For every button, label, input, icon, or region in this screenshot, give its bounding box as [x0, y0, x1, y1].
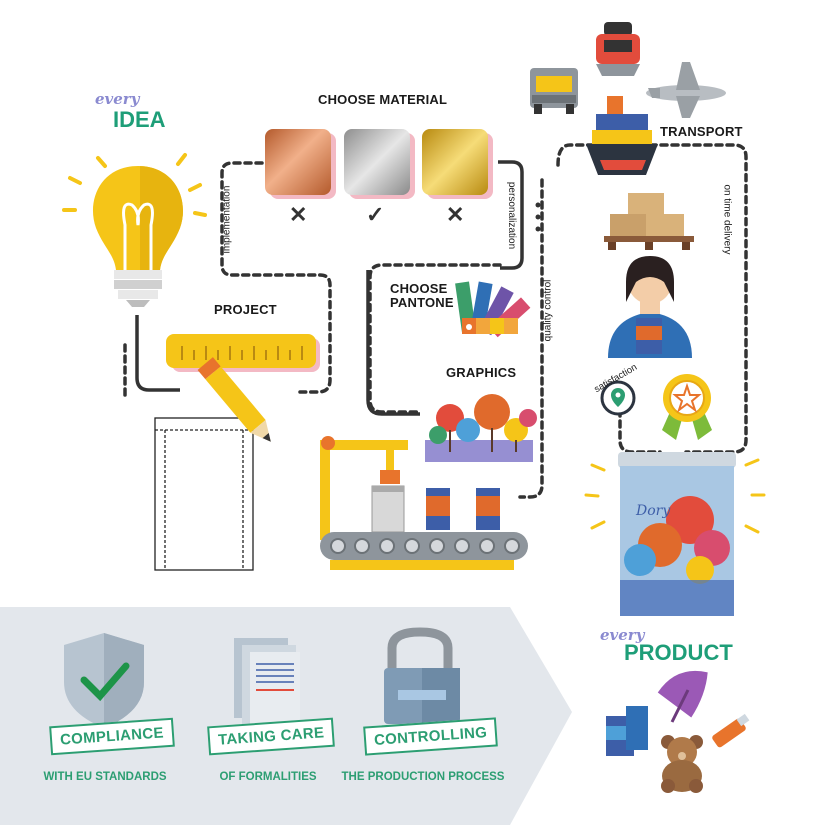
idea-title: IDEA: [113, 107, 166, 132]
documents-icon: [234, 638, 300, 728]
dot: [535, 226, 541, 232]
swatch-copper: [265, 129, 331, 195]
bag-outline-icon: [154, 417, 254, 571]
umbrella-icon: [657, 670, 708, 723]
pallet-boxes-icon: [604, 193, 694, 250]
teddy-bear-icon: [661, 735, 703, 793]
controlling-caption: THE PRODUCTION PROCESS: [341, 771, 505, 783]
train-icon: [596, 22, 640, 76]
lightbulb-icon: [62, 153, 207, 307]
medal-icon: [662, 374, 712, 440]
conveyor-machine-icon: [320, 436, 528, 570]
padlock-icon: [384, 627, 460, 724]
on-time-delivery-label: on time delivery: [721, 184, 733, 255]
reject-mark-gold: ✕: [446, 202, 465, 227]
graphics-title: GRAPHICS: [446, 365, 517, 380]
accept-mark-silver: ✓: [366, 202, 385, 227]
person-icon: [608, 256, 692, 358]
location-pin-icon: [600, 380, 636, 416]
product-title: PRODUCT: [624, 640, 733, 665]
graphics-trees-icon: [425, 394, 537, 462]
svg-text:Dory: Dory: [635, 503, 671, 519]
compliance-caption: WITH EU STANDARDS: [43, 771, 167, 783]
choose-material-title: CHOOSE MATERIAL: [318, 92, 448, 107]
ship-icon: [586, 96, 658, 175]
dot: [535, 214, 541, 220]
path-solid-graphics: [366, 270, 420, 416]
path-solid-left: [135, 315, 180, 392]
pantone-fan-icon: [455, 281, 531, 338]
plane-icon: [646, 62, 726, 118]
truck-icon: [530, 68, 578, 114]
shield-check-icon: [64, 633, 144, 728]
swatch-gold: [422, 129, 488, 195]
ruler-icon: [166, 334, 320, 372]
personalization-label: personalization: [506, 181, 518, 250]
pencil-icon: [197, 357, 271, 442]
product-tin-icon: Dory: [584, 452, 766, 616]
implementation-label: implementation: [221, 185, 233, 254]
path-solid-connector: [498, 160, 524, 270]
transport-title: TRANSPORT: [660, 124, 743, 139]
usb-stick-icon: [712, 713, 750, 748]
idea-every-label: every: [95, 90, 140, 108]
dot: [535, 202, 541, 208]
taking-care-caption: OF FORMALITIES: [219, 771, 317, 783]
tins-icon: [606, 706, 648, 756]
swatch-silver: [344, 129, 410, 195]
quality-control-label: quality control: [542, 279, 554, 342]
product-every-label: every: [600, 626, 645, 644]
project-title: PROJECT: [214, 302, 277, 317]
process-path: [123, 143, 748, 499]
reject-mark-copper: ✕: [289, 202, 308, 227]
